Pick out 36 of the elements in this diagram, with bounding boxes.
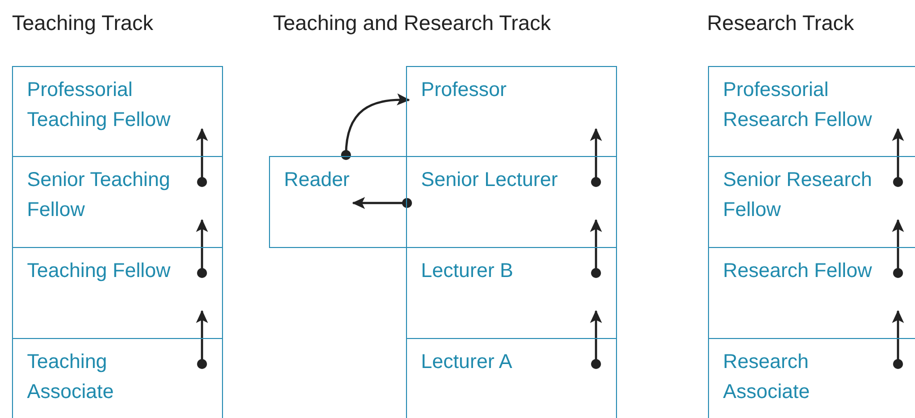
rank-box [12, 338, 223, 418]
column-heading: Teaching Track [12, 12, 154, 36]
rank-title: Senior Lecturer [421, 168, 559, 193]
rank-box [406, 66, 617, 157]
rank-box [12, 66, 223, 157]
rank-title: Teaching Fellow [27, 259, 172, 284]
rank-title: Research Fellow [723, 259, 873, 284]
arrow [892, 310, 904, 369]
arrow [352, 197, 412, 209]
arrow [196, 128, 208, 187]
arrow [590, 128, 602, 187]
rank-box [12, 156, 223, 248]
rank-box [406, 247, 617, 339]
arrow [196, 310, 208, 369]
rank-box [406, 338, 617, 418]
arrow [892, 219, 904, 278]
arrow [341, 94, 410, 160]
arrow [892, 128, 904, 187]
rank-box [269, 156, 407, 248]
rank-title: Senior Teaching Fellow [27, 168, 172, 223]
rank-title: Professorial Teaching Fellow [27, 78, 172, 133]
rank-box [708, 66, 915, 157]
arrow [590, 219, 602, 278]
arrow [590, 310, 602, 369]
rank-box [12, 247, 223, 339]
rank-title: Teaching Associate [27, 350, 115, 405]
rank-title: Lecturer A [421, 350, 514, 375]
rank-title: Professorial Research Fellow [723, 78, 873, 133]
column-heading: Research Track [707, 12, 854, 36]
rank-title: Reader [284, 168, 351, 193]
rank-title: Professor [421, 78, 508, 103]
arrow [196, 219, 208, 278]
rank-title: Senior Research Fellow [723, 168, 873, 223]
column-heading: Teaching and Research Track [273, 12, 551, 36]
rank-title: Research Associate [723, 350, 811, 405]
rank-title: Lecturer B [421, 259, 514, 284]
